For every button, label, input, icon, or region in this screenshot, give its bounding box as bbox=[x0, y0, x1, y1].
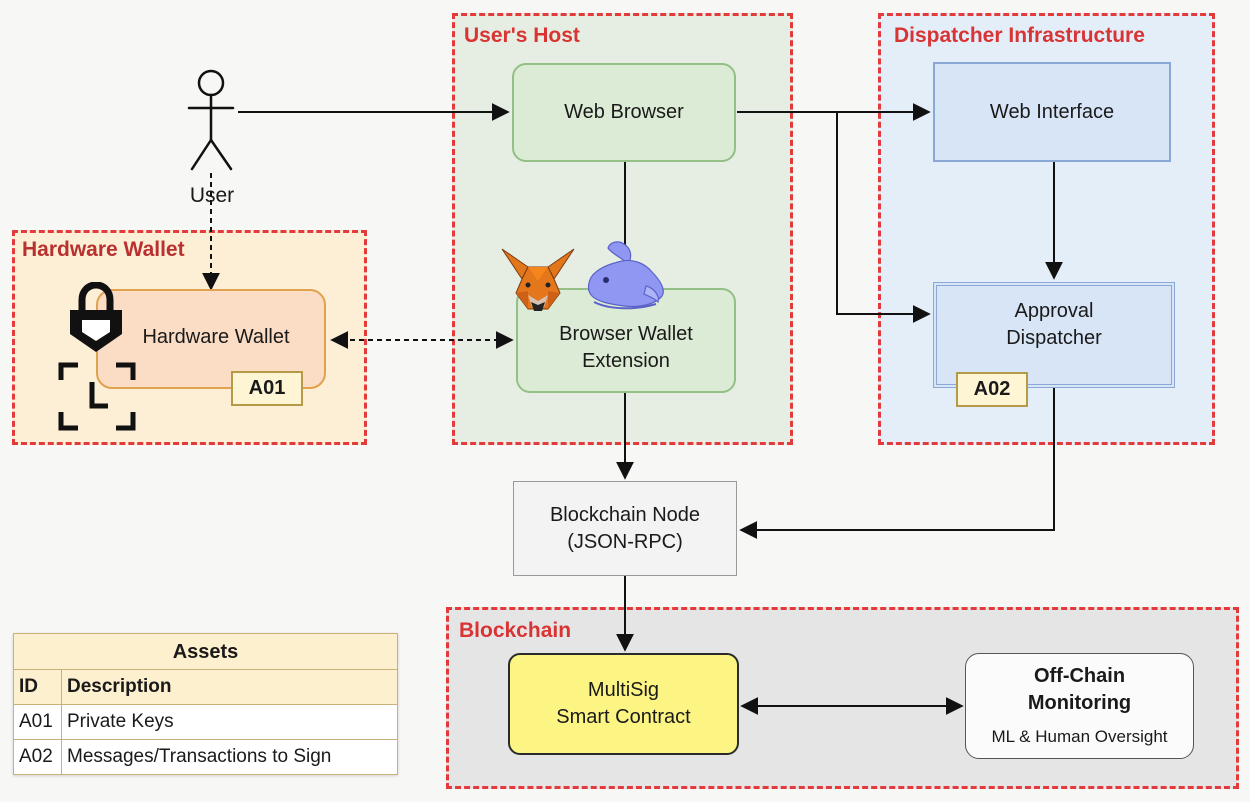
scan-frame-icon bbox=[58, 362, 136, 431]
hardware-wallet-label: Hardware Wallet bbox=[142, 325, 290, 348]
multisig-label-2: Smart Contract bbox=[556, 706, 691, 728]
web-interface-label: Web Interface bbox=[989, 100, 1115, 123]
approval-dispatcher-label-2: Dispatcher bbox=[1006, 327, 1102, 349]
browser-wallet-extension-label-1: Browser Wallet bbox=[559, 322, 693, 345]
edge-browser-to-approval bbox=[836, 112, 931, 323]
web-interface-node: Web Interface bbox=[933, 62, 1171, 162]
multisig-label-1: MultiSig bbox=[587, 679, 660, 701]
user-label: User bbox=[189, 184, 235, 207]
asset-description: Messages/Transactions to Sign bbox=[61, 739, 398, 775]
assets-table-header: ID Description bbox=[13, 669, 398, 705]
zone-hardware-wallet-title: Hardware Wallet bbox=[22, 238, 185, 261]
zone-dispatcher-title: Dispatcher Infrastructure bbox=[894, 24, 1145, 47]
asset-tag-a02: A02 bbox=[956, 372, 1028, 407]
zone-blockchain-title: Blockchain bbox=[459, 619, 572, 642]
rabbit-wallet-icon bbox=[587, 241, 664, 310]
assets-col-id: ID bbox=[13, 669, 62, 705]
edge-approval-to-node bbox=[739, 388, 1055, 539]
assets-table-title: Assets bbox=[13, 633, 398, 669]
assets-table: Assets ID Description A01 Private Keys A… bbox=[13, 633, 398, 775]
multisig-smart-contract-node: MultiSig Smart Contract bbox=[508, 653, 739, 755]
monitoring-label-1: Off-Chain bbox=[1033, 664, 1126, 687]
web-browser-node: Web Browser bbox=[512, 63, 736, 162]
blockchain-node: Blockchain Node (JSON-RPC) bbox=[513, 481, 737, 576]
assets-table-grid: ID Description A01 Private Keys A02 Mess… bbox=[13, 669, 398, 775]
asset-tag-a01: A01 bbox=[231, 371, 303, 406]
approval-dispatcher-node: Approval Dispatcher bbox=[933, 282, 1175, 388]
browser-wallet-extension-label-2: Extension bbox=[582, 349, 670, 372]
monitoring-sublabel: ML & Human Oversight bbox=[991, 726, 1168, 746]
monitoring-label-2: Monitoring bbox=[1027, 691, 1132, 714]
web-browser-label: Web Browser bbox=[564, 101, 684, 123]
table-row: A02 Messages/Transactions to Sign bbox=[13, 739, 398, 775]
assets-col-description: Description bbox=[61, 669, 398, 705]
asset-description: Private Keys bbox=[61, 704, 398, 740]
asset-id: A01 bbox=[13, 704, 62, 740]
lock-icon bbox=[70, 282, 122, 352]
off-chain-monitoring-node: Off-Chain Monitoring ML & Human Oversigh… bbox=[965, 653, 1194, 759]
user-stick-figure-icon bbox=[187, 69, 235, 171]
blockchain-node-label-2: (JSON-RPC) bbox=[567, 530, 683, 553]
fox-wallet-icon bbox=[501, 248, 575, 311]
asset-id: A02 bbox=[13, 739, 62, 775]
blockchain-node-label-1: Blockchain Node bbox=[549, 503, 701, 526]
approval-dispatcher-label-1: Approval bbox=[1014, 300, 1094, 322]
table-row: A01 Private Keys bbox=[13, 704, 398, 740]
zone-users-host-title: User's Host bbox=[464, 24, 580, 47]
